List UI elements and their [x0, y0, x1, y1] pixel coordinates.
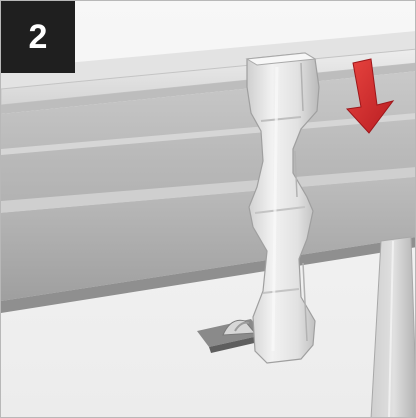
support-post — [370, 236, 415, 417]
gutter-mid-ridge — [1, 167, 415, 213]
step-number-badge: 2 — [1, 1, 75, 73]
bracket-clip — [197, 319, 263, 353]
gutter-bracket — [245, 52, 320, 364]
gutter-bottom-edge — [1, 237, 415, 313]
support-post-edge — [388, 240, 394, 417]
down-arrow-icon — [345, 58, 395, 134]
gutter-bead-line — [1, 113, 415, 155]
